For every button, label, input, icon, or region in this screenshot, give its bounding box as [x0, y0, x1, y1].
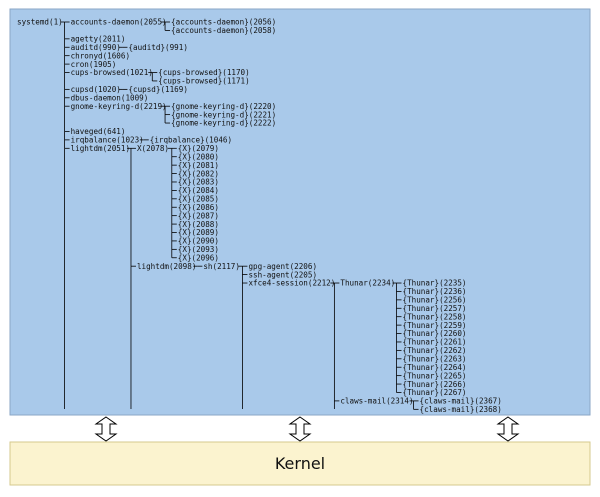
- process-label-accounts-daemon-2058: {accounts-daemon}(2058): [171, 26, 276, 35]
- process-label-irqbalance-1023: irqbalance(1023): [71, 136, 144, 145]
- double-arrow-icon-2: [288, 416, 312, 442]
- process-label-thunar-2261: {Thunar}(2261): [403, 338, 467, 347]
- kernel-region: [9, 441, 591, 486]
- process-label-thunar-2266: {Thunar}(2266): [403, 380, 467, 389]
- process-tree: systemd(1) accounts-daemon(2055) {accounts…: [17, 18, 502, 414]
- process-label-auditd-991: {auditd}(991): [128, 43, 187, 52]
- process-label-x-2093: {X}(2093): [178, 245, 219, 254]
- kernel-label: Kernel: [275, 454, 325, 473]
- process-label-x-2080: {X}(2080): [178, 152, 219, 161]
- process-label-x-2081: {X}(2081): [178, 161, 219, 170]
- double-arrow-icon-3: [496, 416, 520, 442]
- process-label-thunar-2260: {Thunar}(2260): [403, 329, 467, 338]
- process-label-x-2086: {X}(2086): [178, 203, 219, 212]
- process-label-thunar-2235: {Thunar}(2235): [403, 279, 467, 288]
- process-label-gnome-keyring-d-2220: {gnome-keyring-d}(2220): [171, 102, 276, 111]
- process-label-x-2090: {X}(2090): [178, 237, 219, 246]
- process-label-x-2089: {X}(2089): [178, 228, 219, 237]
- process-label-x-2085: {X}(2085): [178, 195, 219, 204]
- process-label-chronyd-1606: chronyd(1606): [71, 51, 130, 60]
- process-label-x-2096: {X}(2096): [178, 253, 219, 262]
- double-arrow-icon-1: [94, 416, 118, 442]
- process-label-thunar-2259: {Thunar}(2259): [403, 321, 467, 330]
- process-label-thunar-2264: {Thunar}(2264): [403, 363, 467, 372]
- process-label-ssh-agent-2205: ssh-agent(2205): [248, 270, 317, 279]
- process-label-haveged-641: haveged(641): [71, 127, 126, 136]
- process-label-x-2079: {X}(2079): [178, 144, 219, 153]
- arrows-layer: [94, 416, 520, 442]
- process-label-cups-browsed-1021: cups-browsed(1021): [71, 68, 153, 77]
- process-label-thunar-2258: {Thunar}(2258): [403, 312, 467, 321]
- process-label-cupsd-1169: {cupsd}(1169): [128, 85, 187, 94]
- process-label-gnome-keyring-d-2222: {gnome-keyring-d}(2222): [171, 119, 276, 128]
- process-label-thunar-2263: {Thunar}(2263): [403, 355, 467, 364]
- process-label-systemd-1: systemd(1): [17, 18, 63, 27]
- process-label-xfce4-session-2212: xfce4-session(2212): [248, 279, 335, 288]
- userspace-region: [9, 8, 591, 416]
- process-label-dbus-daemon-1009: dbus-daemon(1009): [71, 93, 149, 102]
- process-label-cups-browsed-1170: {cups-browsed}(1170): [158, 68, 249, 77]
- process-label-gpg-agent-2206: gpg-agent(2206): [248, 262, 317, 271]
- process-label-claws-mail-2314: claws-mail(2314): [340, 397, 413, 406]
- process-label-x-2083: {X}(2083): [178, 178, 219, 187]
- process-label-gnome-keyring-d-2221: {gnome-keyring-d}(2221): [171, 110, 276, 119]
- process-label-cupsd-1020: cupsd(1020): [71, 85, 121, 94]
- process-label-x-2087: {X}(2087): [178, 211, 219, 220]
- process-label-claws-mail-2368: {claws-mail}(2368): [420, 405, 502, 414]
- process-label-thunar-2257: {Thunar}(2257): [403, 304, 467, 313]
- process-label-x-2078: X(2078): [137, 144, 169, 153]
- process-label-claws-mail-2367: {claws-mail}(2367): [420, 397, 502, 406]
- process-label-x-2082: {X}(2082): [178, 169, 219, 178]
- process-label-thunar-2267: {Thunar}(2267): [403, 388, 467, 397]
- process-label-cron-1905: cron(1905): [71, 60, 117, 69]
- process-label-thunar-2236: {Thunar}(2236): [403, 287, 467, 296]
- process-label-cups-browsed-1171: {cups-browsed}(1171): [158, 77, 249, 86]
- process-label-thunar-2262: {Thunar}(2262): [403, 346, 467, 355]
- process-label-x-2084: {X}(2084): [178, 186, 219, 195]
- process-label-accounts-daemon-2056: {accounts-daemon}(2056): [171, 18, 276, 27]
- process-label-agetty-2011: agetty(2011): [71, 35, 126, 44]
- process-label-auditd-990: auditd(990): [71, 43, 121, 52]
- process-label-sh-2117: sh(2117): [203, 262, 240, 271]
- process-label-thunar-2265: {Thunar}(2265): [403, 371, 467, 380]
- process-label-thunar-2234: Thunar(2234): [340, 279, 395, 288]
- process-label-x-2088: {X}(2088): [178, 220, 219, 229]
- process-label-lightdm-2051: lightdm(2051): [71, 144, 130, 153]
- process-label-accounts-daemon-2055: accounts-daemon(2055): [71, 18, 167, 27]
- process-label-lightdm-2098: lightdm(2098): [137, 262, 196, 271]
- process-label-gnome-keyring-d-2219: gnome-keyring-d(2219): [71, 102, 167, 111]
- process-label-irqbalance-1046: {irqbalance}(1046): [150, 136, 232, 145]
- process-label-thunar-2256: {Thunar}(2256): [403, 296, 467, 305]
